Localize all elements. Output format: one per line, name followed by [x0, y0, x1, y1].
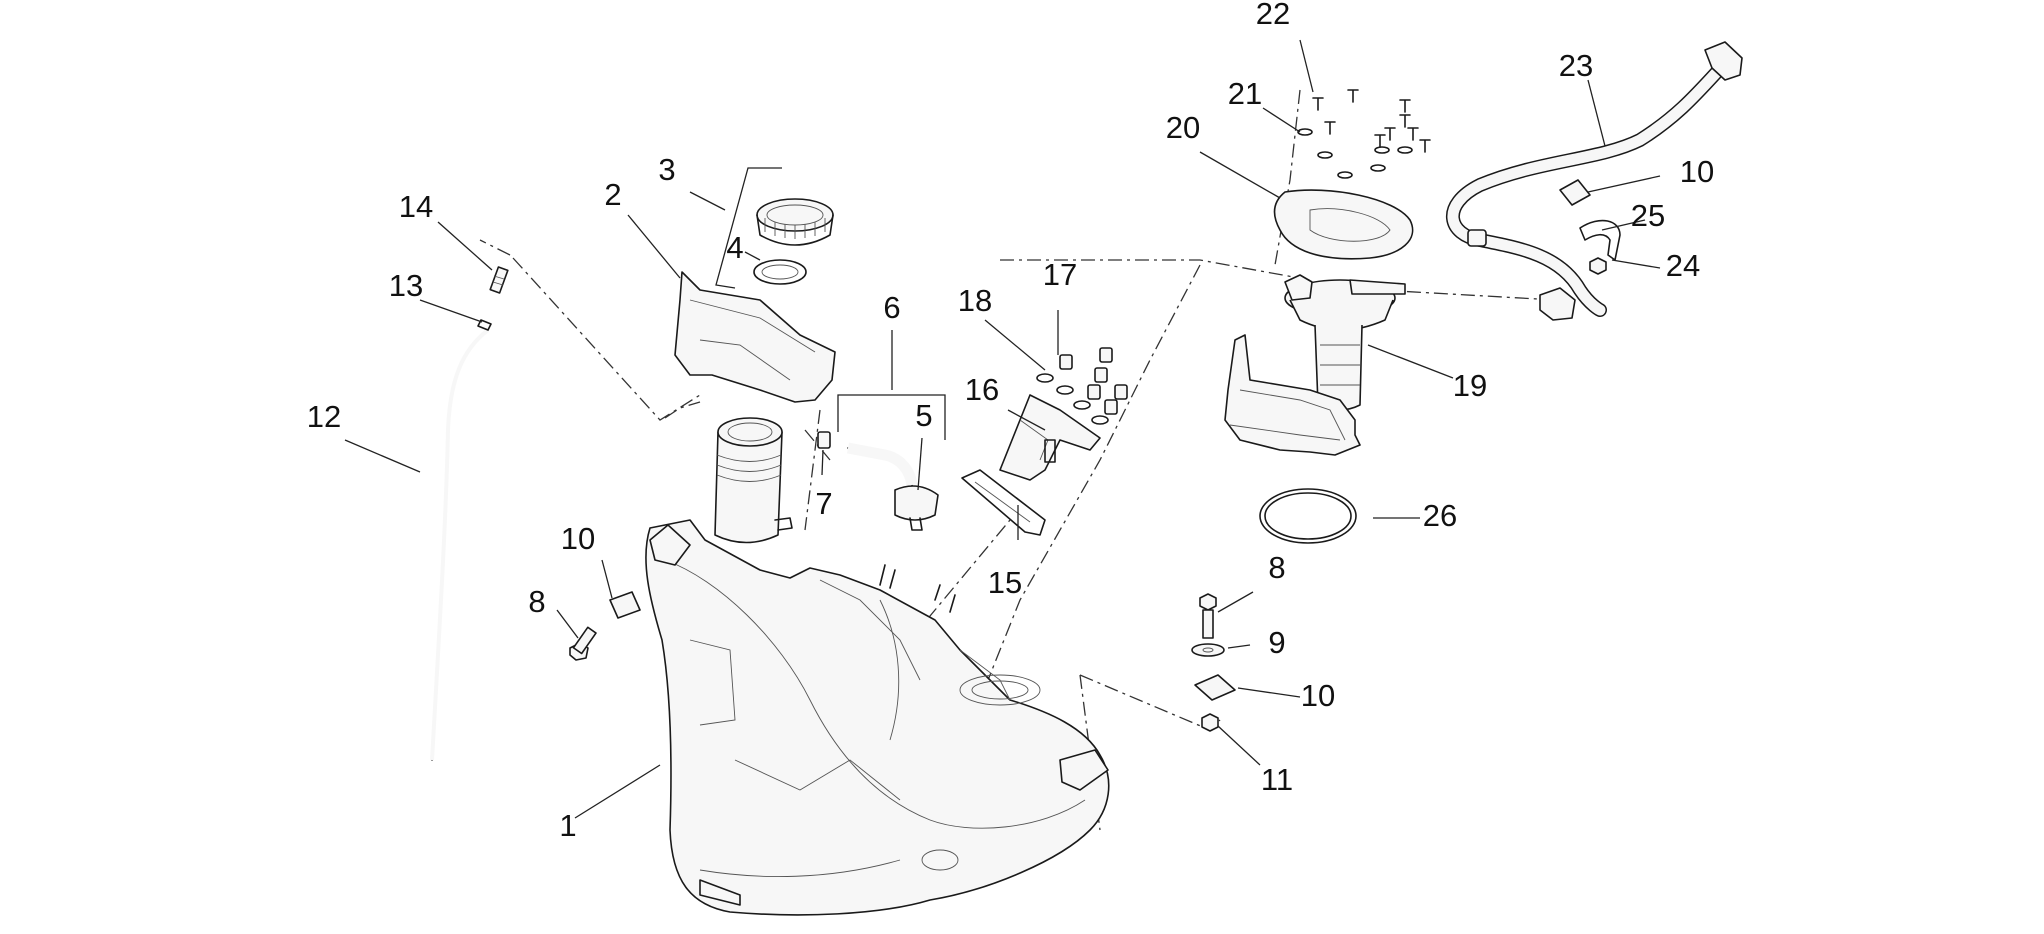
bracket-5-6: [837, 394, 946, 440]
callout-label: 11: [1261, 762, 1293, 797]
filler-shield: [674, 271, 836, 403]
fuel-tank: [645, 519, 1110, 916]
callout-label: 21: [1228, 76, 1262, 111]
callout-label: 24: [1666, 248, 1700, 283]
pump-flange: [999, 394, 1101, 481]
pump-o-ring: [1259, 488, 1357, 544]
leader-lines: [344, 39, 1661, 819]
callout-label: 3: [658, 152, 675, 187]
mount-clip-right: [1194, 674, 1236, 701]
callout-labels: 1 2 3 4 5 6 7 8 8 9 10 10 10 11 12 13 14…: [307, 0, 1714, 843]
callout-label: 12: [307, 399, 341, 434]
callout-label: 8: [528, 584, 545, 619]
clamp-nut: [1589, 257, 1607, 275]
filler-neck: [714, 417, 793, 544]
bracket-3-4: [715, 167, 782, 289]
callout-label: 13: [389, 268, 423, 303]
callout-label: 4: [726, 230, 743, 265]
callout-label: 10: [1301, 678, 1335, 713]
flange-nuts: [1059, 347, 1128, 415]
callout-label: 2: [604, 177, 621, 212]
callout-label: 26: [1423, 498, 1457, 533]
callout-label: 10: [1680, 154, 1714, 189]
callout-label: 15: [988, 565, 1022, 600]
callout-label: 9: [1268, 625, 1285, 660]
callout-label: 1: [559, 808, 576, 843]
fuel-pump: [1224, 274, 1406, 456]
breather-hose: [430, 328, 490, 761]
pump-retaining-ring: [1273, 189, 1414, 260]
hose-clamp: [1579, 219, 1621, 261]
hose-clamp-small: [817, 431, 831, 449]
ring-screws: [1312, 89, 1431, 153]
callout-label: 5: [915, 398, 932, 433]
rollover-valve-hose: [846, 442, 939, 531]
fuel-delivery-hose: [1445, 41, 1743, 321]
mount-bolt-right: [1199, 593, 1217, 639]
pump-gasket: [961, 469, 1046, 536]
breather-fitting: [489, 266, 509, 294]
filler-cap-ring: [756, 198, 834, 246]
filler-seal: [753, 259, 807, 285]
mount-clip-left: [609, 591, 641, 619]
callout-label: 10: [561, 521, 595, 556]
callout-label: 14: [399, 189, 433, 224]
mount-washer: [1191, 643, 1225, 657]
callout-label: 19: [1453, 368, 1487, 403]
callout-label: 8: [1268, 550, 1285, 585]
callout-label: 7: [815, 486, 832, 521]
callout-label: 20: [1166, 110, 1200, 145]
callout-label: 16: [965, 372, 999, 407]
mount-nut: [1201, 713, 1219, 732]
callout-label: 17: [1043, 257, 1077, 292]
callout-label: 23: [1559, 48, 1593, 83]
mount-bolt-left: [569, 626, 597, 661]
tank-studs: [879, 564, 956, 613]
ring-washers: [1297, 128, 1413, 179]
callout-label: 18: [958, 283, 992, 318]
callout-label: 6: [883, 290, 900, 325]
hose-clip: [477, 319, 492, 331]
callout-label: 22: [1256, 0, 1290, 31]
callout-label: 25: [1631, 198, 1665, 233]
hose-clip-nut: [1559, 179, 1591, 206]
flange-washers: [1036, 373, 1109, 425]
